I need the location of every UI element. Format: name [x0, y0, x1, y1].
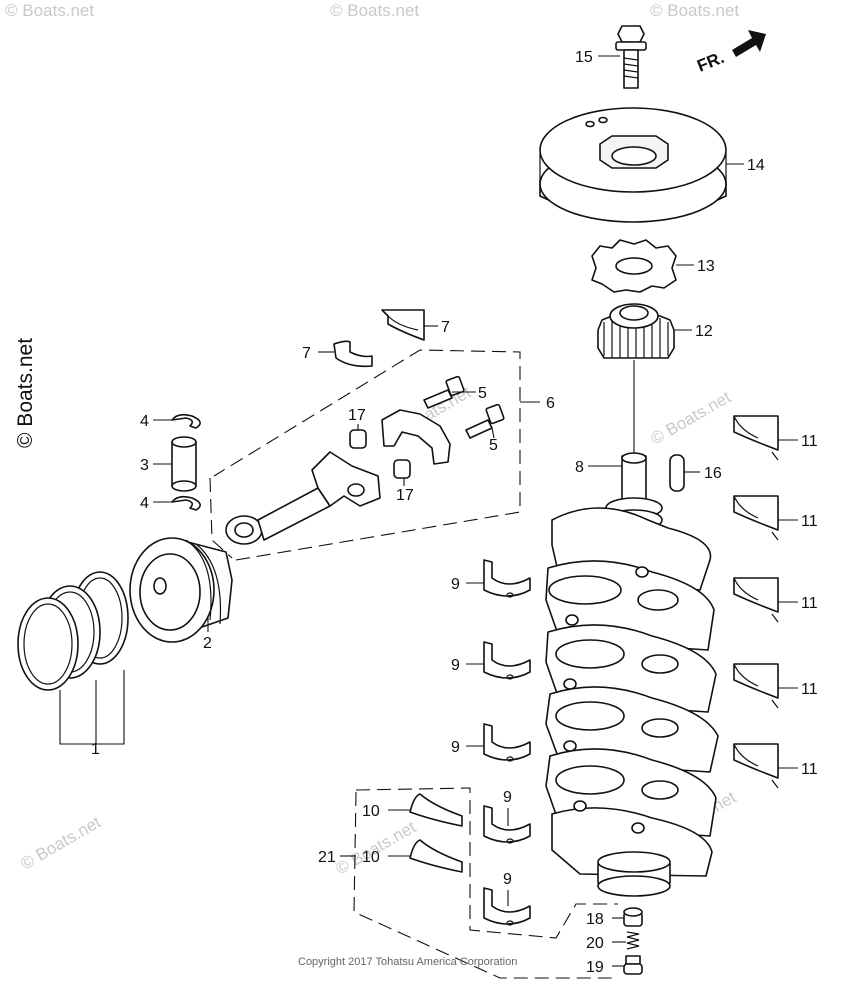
callout-7-upper: 7: [441, 319, 450, 336]
callout-7-lower: 7: [302, 345, 311, 362]
callout-8: 8: [575, 459, 584, 476]
callout-4-upper: 4: [140, 413, 149, 430]
part-14-flywheel-pulley: [539, 107, 727, 223]
callout-17-upper: 17: [348, 407, 366, 424]
part-9-bearing-4: [483, 805, 531, 844]
part-12-gear: [597, 303, 675, 359]
callouts: 15 14 13 12 7 7 5 5 6 17 17 8 16 4 3 4 2…: [91, 49, 818, 976]
callout-15: 15: [575, 49, 593, 66]
part-5-bolt-lower: [465, 403, 505, 439]
callout-9-b: 9: [451, 657, 460, 674]
part-7-conrod-bearing-lower: [333, 340, 373, 368]
part-11-main-bearing-2: [733, 495, 779, 541]
callout-3: 3: [140, 457, 149, 474]
watermark-1: © Boats.net: [5, 1, 94, 20]
part-1-piston-rings: [17, 571, 129, 691]
fr-label: FR.: [694, 48, 727, 76]
part-13-sprocket: [591, 239, 677, 293]
callout-11-c: 11: [801, 595, 818, 612]
part-5-bolt-upper: [423, 375, 465, 409]
part-3-piston-pin: [171, 436, 197, 492]
callout-11-e: 11: [801, 761, 818, 778]
part-2-piston: [129, 537, 233, 643]
part-7-conrod-bearing-upper: [381, 309, 425, 341]
callout-11-b: 11: [801, 513, 818, 530]
callout-21: 21: [318, 849, 336, 866]
part-16-key: [669, 454, 685, 492]
copyright-notice: Copyright 2017 Tohatsu America Corporati…: [298, 956, 517, 968]
watermark-7: © Boats.net: [333, 817, 420, 878]
watermark-5: © Boats.net: [648, 387, 735, 448]
part-11-main-bearing-4: [733, 663, 779, 709]
part-17-dowel-upper: [349, 429, 367, 449]
part-4-clip-lower: [171, 495, 201, 511]
callout-6: 6: [546, 395, 555, 412]
part-19-bolt: [623, 955, 643, 975]
callout-14: 14: [747, 157, 765, 174]
part-17-dowel-lower: [393, 459, 411, 479]
callout-16: 16: [704, 465, 722, 482]
callout-4-lower: 4: [140, 495, 149, 512]
front-direction-indicator: FR.: [694, 30, 766, 76]
callout-10-upper: 10: [362, 803, 380, 820]
callout-9-d: 9: [503, 789, 512, 806]
group-6-outline: [209, 349, 521, 561]
callout-11-a: 11: [801, 433, 818, 450]
callout-9-c: 9: [451, 739, 460, 756]
callout-10-lower: 10: [362, 849, 380, 866]
leader-lines: [59, 55, 798, 967]
part-11-main-bearing-1: [733, 415, 779, 461]
part-9-bearing-3: [483, 723, 531, 762]
callout-18: 18: [586, 911, 604, 928]
callout-13: 13: [697, 258, 715, 275]
callout-17-lower: 17: [396, 487, 414, 504]
callout-9-e: 9: [503, 871, 512, 888]
watermark-3: © Boats.net: [650, 1, 739, 20]
part-10-thrust-washer-2: [409, 839, 463, 873]
part-6-connecting-rod: [225, 451, 381, 545]
part-9-bearing-2: [483, 641, 531, 680]
part-6-conrod-cap: [381, 409, 451, 465]
callout-1: 1: [91, 741, 100, 758]
callout-19: 19: [586, 959, 604, 976]
callout-11-d: 11: [801, 681, 818, 698]
callout-5-lower: 5: [489, 437, 498, 454]
callout-20: 20: [586, 935, 604, 952]
part-11-main-bearing-3: [733, 577, 779, 623]
part-8-crankshaft: [545, 452, 719, 897]
part-15-bolt: [615, 25, 647, 89]
part-18-plug: [623, 907, 643, 927]
watermark-6: © Boats.net: [18, 812, 105, 873]
side-watermark: © Boats.net: [14, 338, 37, 448]
part-4-clip-upper: [171, 413, 201, 429]
callout-2: 2: [203, 635, 212, 652]
fr-arrow-icon: [732, 30, 766, 57]
part-10-thrust-washer-1: [409, 793, 463, 827]
part-20-spring: [626, 931, 640, 950]
callout-5-upper: 5: [478, 385, 487, 402]
part-9-bearing-1: [483, 559, 531, 598]
part-9-bearing-5: [483, 887, 531, 926]
group-21-outline: [353, 787, 618, 979]
callout-12: 12: [695, 323, 713, 340]
callout-9-a: 9: [451, 576, 460, 593]
part-11-main-bearing-5: [733, 743, 779, 789]
watermark-2: © Boats.net: [330, 1, 419, 20]
